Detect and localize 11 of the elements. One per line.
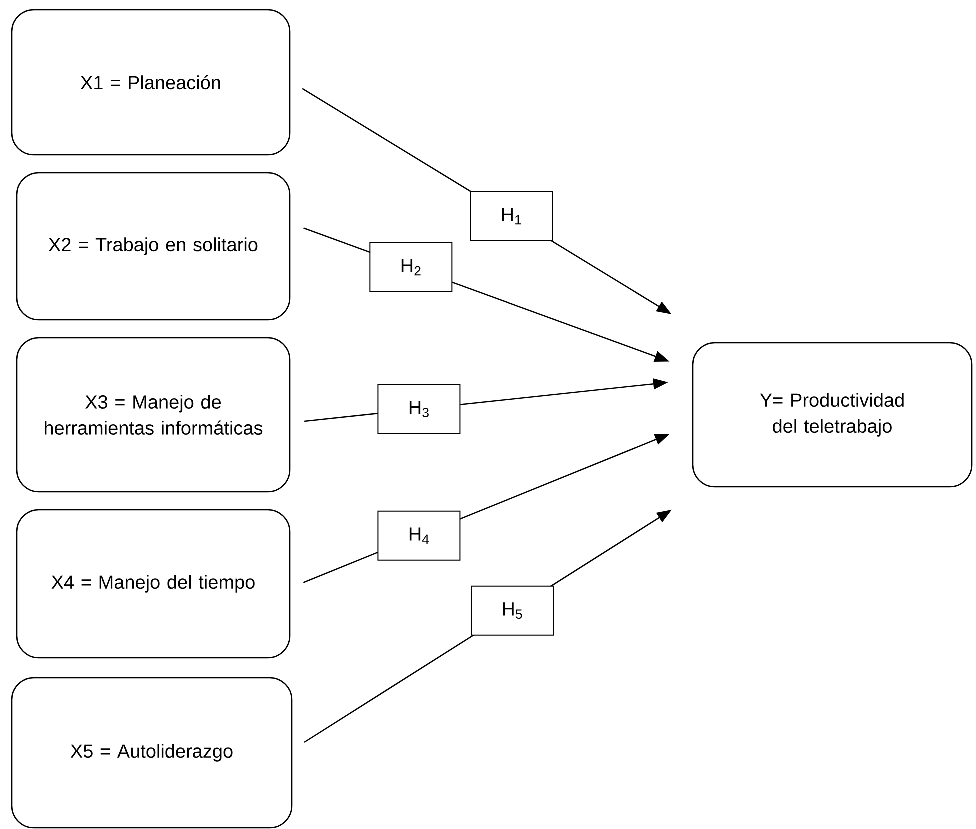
edge-label: H$_{1}$: [470, 192, 554, 242]
variable-box: X4 = Manejo del tiempo: [16, 509, 291, 659]
variable-box: X3 = Manejo de herramientas informáticas: [16, 337, 291, 493]
edge-label: H$_{5}$: [471, 586, 554, 636]
variable-box: X2 = Trabajo en solitario: [16, 172, 291, 321]
variable-box: Y= Productividad del teletrabajo: [692, 342, 973, 488]
variable-box: X1 = Planeación: [11, 9, 291, 156]
variable-box: X5 = Autoliderazgo: [11, 677, 293, 829]
edge-label: H$_{3}$: [378, 384, 461, 434]
edge-label: H$_{4}$: [378, 510, 461, 561]
edge-label: H$_{2}$: [370, 242, 453, 292]
